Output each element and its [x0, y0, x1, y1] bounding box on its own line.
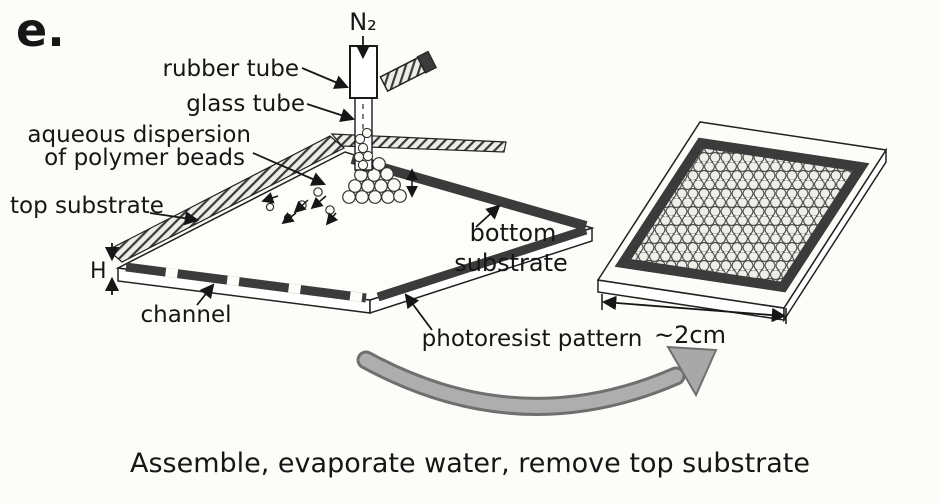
- left-assembly-illustration: [104, 36, 595, 331]
- bottom-substrate-label-line1: bottom: [470, 219, 557, 247]
- gas-tube: [349, 45, 438, 171]
- bottom-substrate-label-line2: substrate: [454, 249, 568, 277]
- rubber-tube-arrow: [301, 67, 349, 89]
- channel-label: channel: [140, 302, 231, 328]
- dispersion-label-line2: of polymer beads: [44, 145, 245, 171]
- scale-label: ~2cm: [654, 321, 726, 349]
- gap-height-label: H: [90, 259, 107, 284]
- side-nozzle: [379, 50, 438, 93]
- dispersion-arrow: [252, 152, 326, 186]
- figure-caption: Assemble, evaporate water, remove top su…: [130, 448, 810, 479]
- top-substrate-hatched-edge-back: [330, 133, 507, 153]
- scale-bar: [601, 294, 787, 324]
- photoresist-label: photoresist pattern: [422, 326, 643, 352]
- glass-tube-label: glass tube: [186, 91, 305, 117]
- top-substrate-arrow: [149, 211, 200, 226]
- bottom-substrate-arrow: [475, 204, 501, 228]
- leader-arrows: [104, 36, 501, 331]
- channel-arrow: [196, 283, 215, 306]
- dispersion-label-line1: aqueous dispersion: [27, 122, 251, 148]
- channel-gaps: [125, 262, 367, 303]
- glass-tube-arrow: [306, 103, 356, 123]
- right-assembly-illustration: [596, 121, 888, 324]
- beads-in-tube: [353, 127, 374, 171]
- photoresist-arrow: [404, 293, 433, 331]
- assembled-bead-array: [614, 137, 870, 293]
- panel-label: e.: [16, 3, 65, 57]
- n2-label: N₂: [349, 8, 377, 36]
- top-substrate-label: top substrate: [10, 193, 164, 219]
- photoresist-band-right: [376, 225, 588, 302]
- transfer-arrow-icon: [356, 345, 718, 416]
- bead-motion-arrows: [261, 192, 339, 226]
- rubber-tube-label: rubber tube: [163, 56, 300, 82]
